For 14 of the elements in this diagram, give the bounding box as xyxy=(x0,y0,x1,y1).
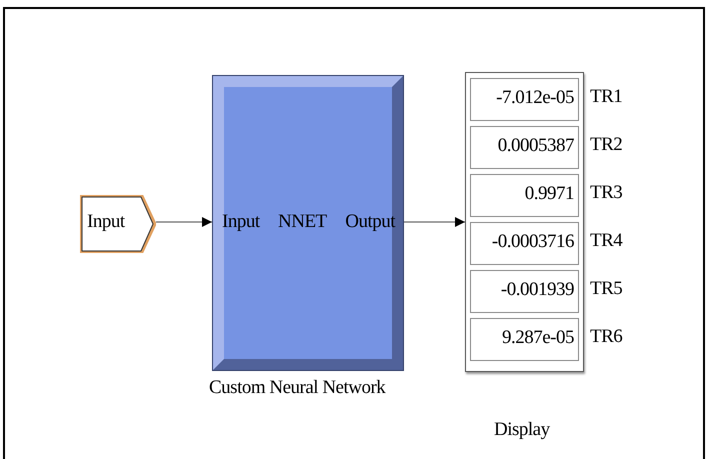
block-caption: Custom Neural Network xyxy=(209,377,386,399)
arrow xyxy=(404,217,466,227)
port-label: Input xyxy=(222,211,260,233)
port-label: Input xyxy=(87,211,125,233)
arrow xyxy=(156,217,212,227)
channel-label: TR2 xyxy=(590,134,622,156)
block-name: NNET xyxy=(278,211,327,233)
channel-label: TR3 xyxy=(590,182,622,204)
channel-label: TR6 xyxy=(590,326,622,348)
channel-label: TR5 xyxy=(590,278,622,300)
port-label: Output xyxy=(345,211,395,233)
block-caption: Display xyxy=(494,419,550,441)
channel-label: TR1 xyxy=(590,86,622,108)
channel-label: TR4 xyxy=(590,230,622,252)
